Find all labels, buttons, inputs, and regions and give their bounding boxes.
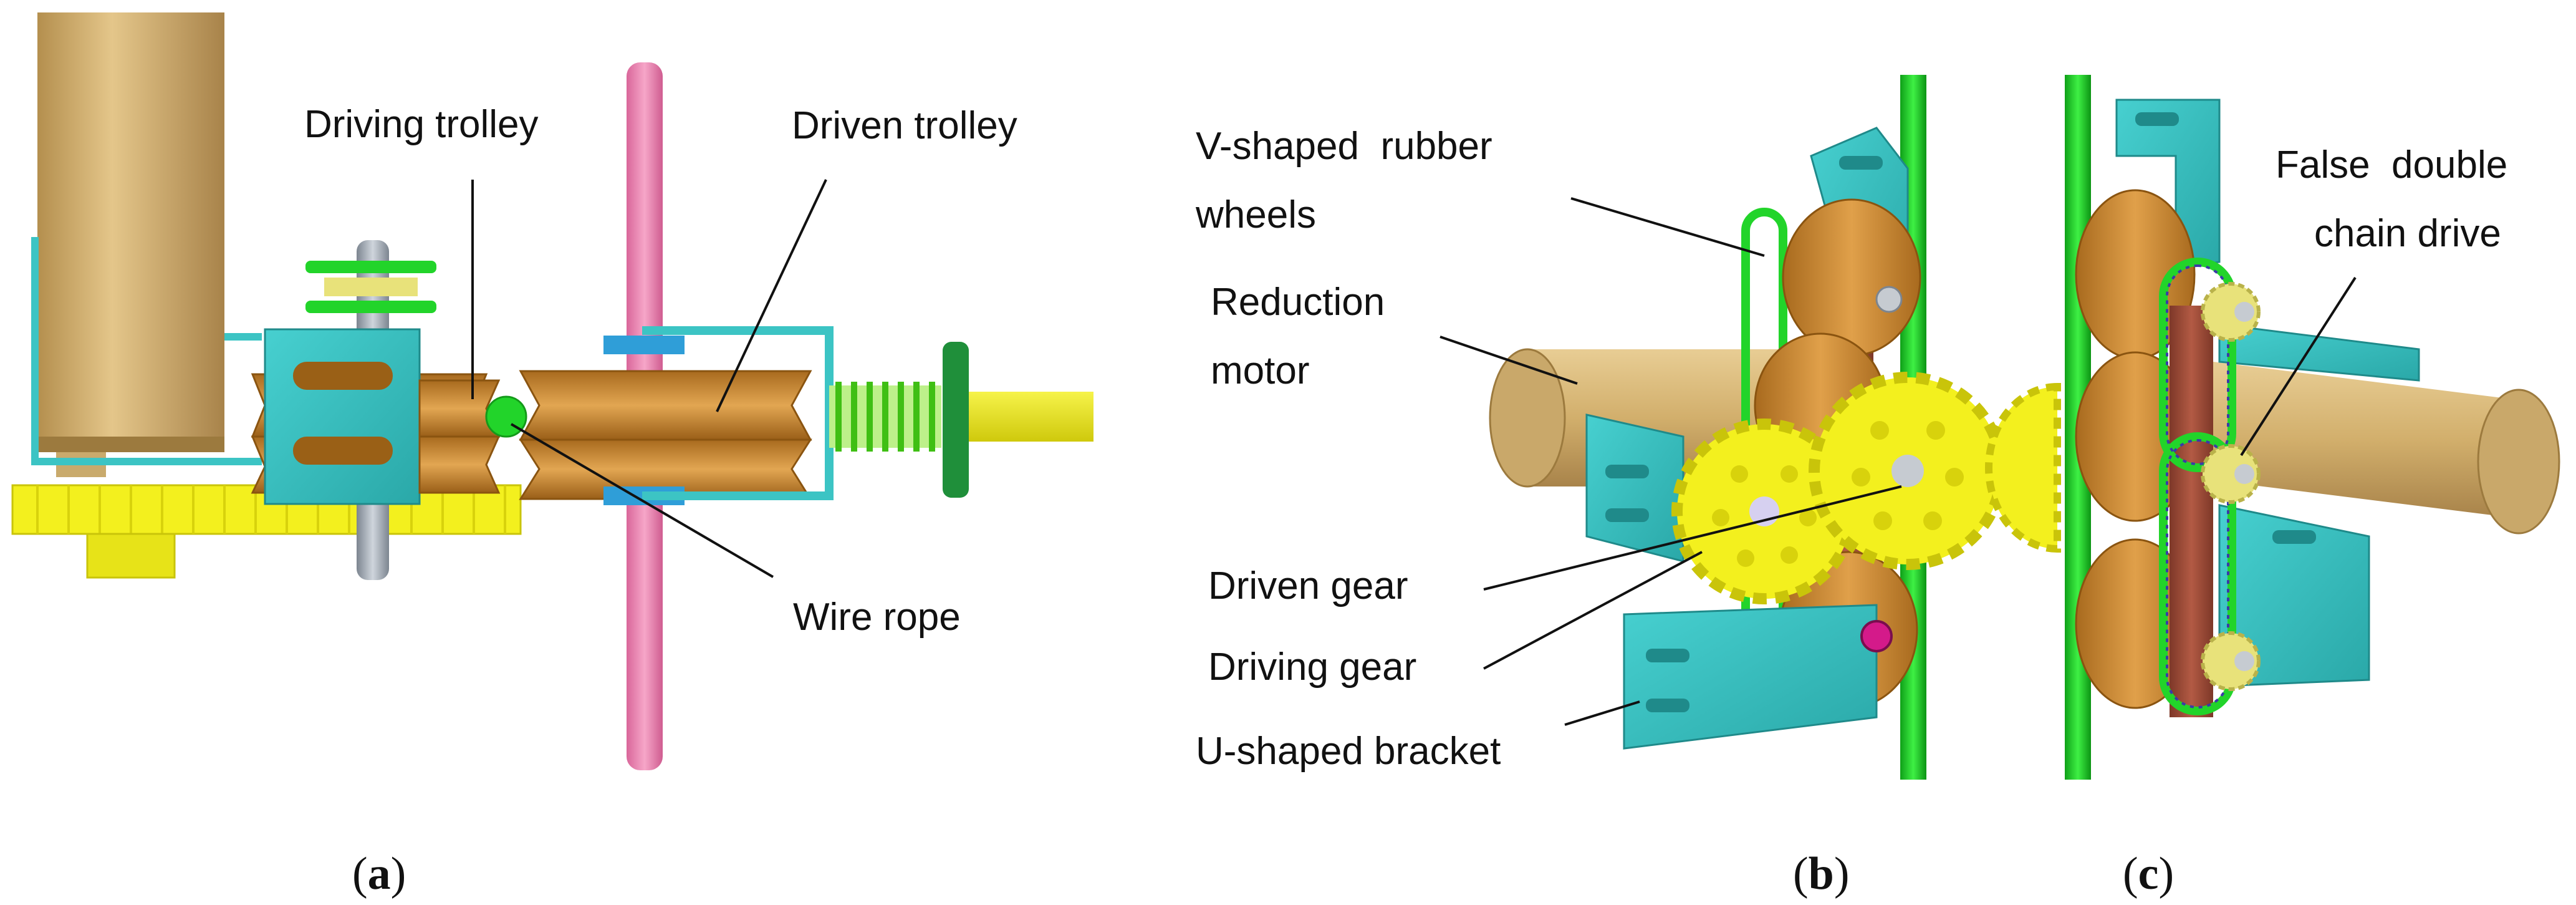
rubber-wheel-upper <box>1782 198 1921 357</box>
label-driven-gear: Driven gear <box>1208 564 1408 607</box>
yellow-rod <box>969 392 1093 442</box>
sprocket-c-bottom <box>2201 631 2261 691</box>
reduction-motor-c <box>2213 362 2512 518</box>
motor-mount-bracket <box>1585 414 1684 563</box>
panel-b-leaders <box>1439 197 1902 726</box>
label-wire-rope: Wire rope <box>793 596 961 639</box>
label-u-shaped-bracket: U-shaped bracket <box>1196 730 1501 773</box>
label-driving-gear: Driving gear <box>1208 646 1416 689</box>
end-disc <box>943 342 969 498</box>
tension-pulleys <box>305 261 436 313</box>
caption-a: (a) <box>352 848 406 899</box>
caption-b: (b) <box>1793 848 1849 899</box>
panel-a-illustration <box>11 12 1093 770</box>
panel-c-leader <box>2240 276 2357 457</box>
bracket-plate <box>264 328 421 505</box>
label-driving-trolley: Driving trolley <box>304 103 539 146</box>
u-shaped-bracket-c <box>2218 504 2370 687</box>
label-v-shaped-line1: V-shaped rubber <box>1196 125 1492 168</box>
label-chain-line2: chain drive <box>2314 212 2501 255</box>
driving-gear <box>1809 372 2007 570</box>
u-shaped-bracket-b <box>1623 604 1878 750</box>
driven-wheel <box>519 370 812 441</box>
label-v-shaped-line2: wheels <box>1195 193 1316 236</box>
partial-gear-c <box>1985 382 2061 553</box>
sprocket-c-middle <box>2201 444 2261 504</box>
label-chain-line1: False double <box>2276 143 2507 186</box>
tension-spring <box>829 382 941 452</box>
sprocket-c-top <box>2201 282 2261 342</box>
label-reduction-line2: motor <box>1211 349 1309 392</box>
panel-c-illustration <box>1985 75 2560 780</box>
label-driven-trolley: Driven trolley <box>792 104 1017 147</box>
panel-a-leaders <box>471 179 827 578</box>
panel-b-illustration <box>1489 75 2007 780</box>
caption-c: (c) <box>2123 848 2174 899</box>
vertical-motor <box>37 12 224 477</box>
false-double-chain <box>2159 258 2236 715</box>
trolley-frame <box>31 237 262 465</box>
label-reduction-line1: Reduction <box>1211 281 1385 324</box>
